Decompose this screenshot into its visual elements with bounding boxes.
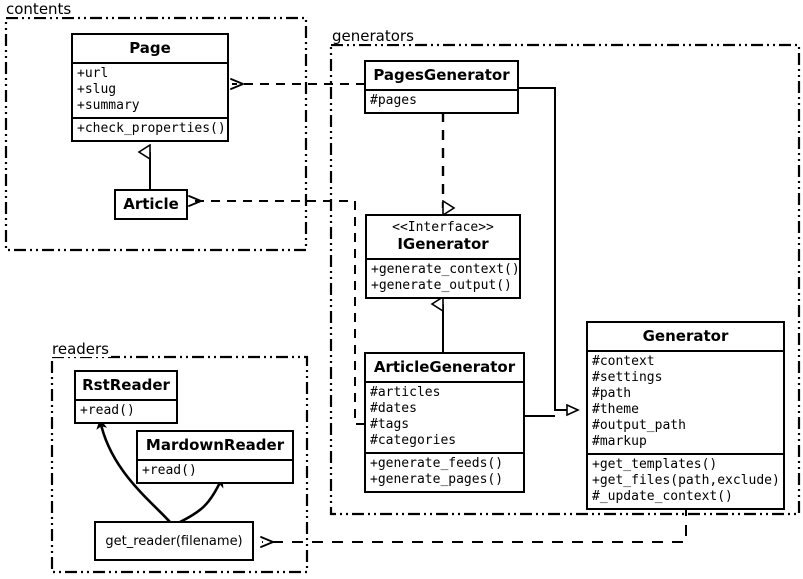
operation: +get_files(path,exclude) [592, 473, 780, 488]
attribute: #pages [370, 93, 417, 108]
attribute: #tags [370, 417, 410, 432]
operation: +read() [80, 403, 135, 418]
class-attributes-page: +url +slug +summary [73, 62, 227, 117]
relation-pagesgenerator-generalizes-generator [519, 87, 578, 410]
attribute: #theme [592, 402, 639, 417]
attribute: #context [592, 354, 655, 369]
class-box-articlegenerator[interactable]: ArticleGenerator #articles #dates #tags … [364, 352, 525, 493]
attribute: +summary [77, 98, 140, 113]
class-box-pagesgenerator[interactable]: PagesGenerator #pages [364, 60, 519, 114]
class-box-generator[interactable]: Generator #context #settings #path #them… [586, 321, 785, 510]
class-name-page: Page [129, 39, 171, 57]
class-box-article[interactable]: Article [114, 189, 188, 220]
operation: +generate_context() [371, 262, 520, 277]
class-box-rstreader[interactable]: RstReader +read() [74, 370, 178, 424]
class-name-pagesgenerator: PagesGenerator [373, 66, 510, 84]
class-operations-igenerator: +generate_context() +generate_output() [367, 258, 520, 297]
package-frame-contents [4, 16, 308, 252]
package-label-generators: generators [330, 27, 416, 45]
class-name-article: Article [123, 195, 179, 213]
attribute: #settings [592, 370, 663, 385]
class-attributes-pagesgenerator: #pages [366, 89, 517, 112]
class-box-igenerator[interactable]: <<Interface>> IGenerator +generate_conte… [365, 214, 521, 299]
function-label-get-reader: get_reader(filename) [105, 533, 243, 549]
attribute: #output_path [592, 418, 686, 433]
operation: +check_properties() [77, 121, 226, 136]
class-attributes-articlegenerator: #articles #dates #tags #categories [366, 381, 523, 452]
operation: +generate_pages() [370, 472, 504, 487]
class-operations-page: +check_properties() [73, 117, 227, 140]
relation-getreader-calls-mardownreader [179, 477, 224, 524]
package-frame-readers [50, 355, 309, 574]
class-operations-rstreader: +read() [76, 399, 176, 422]
class-operations-articlegenerator: +generate_feeds() +generate_pages() [366, 452, 523, 491]
operation: +get_templates() [592, 457, 718, 472]
attribute: #markup [592, 434, 647, 449]
package-frame-generators [329, 43, 801, 516]
function-box-get-reader[interactable]: get_reader(filename) [94, 521, 254, 561]
attribute: #path [592, 386, 632, 401]
attribute: #categories [370, 433, 457, 448]
relation-generator-depends-getreader [260, 505, 687, 548]
operation: +generate_feeds() [370, 456, 504, 471]
class-box-mardownreader[interactable]: MardownReader +read() [136, 430, 294, 484]
package-label-contents: contents [4, 0, 74, 18]
operation: +read() [142, 463, 197, 478]
relation-articlegenerator-depends-article [188, 195, 365, 425]
operation: +generate_output() [371, 278, 512, 293]
class-name-igenerator: IGenerator [397, 235, 489, 253]
package-label-readers: readers [50, 340, 111, 358]
class-name-articlegenerator: ArticleGenerator [373, 358, 516, 376]
class-stereotype-igenerator: <<Interface>> [392, 220, 494, 235]
class-attributes-generator: #context #settings #path #theme #output_… [588, 350, 783, 453]
class-name-mardownreader: MardownReader [145, 436, 285, 454]
attribute: +url [77, 66, 109, 81]
attribute: #articles [370, 385, 441, 400]
class-operations-mardownreader: +read() [138, 459, 292, 482]
operation: #_update_context() [592, 489, 733, 504]
attribute: #dates [370, 401, 417, 416]
class-box-page[interactable]: Page +url +slug +summary +check_properti… [71, 33, 229, 142]
class-operations-generator: +get_templates() +get_files(path,exclude… [588, 453, 783, 508]
relation-getreader-calls-rstreader [96, 419, 171, 523]
attribute: +slug [77, 82, 117, 97]
class-name-rstreader: RstReader [82, 376, 170, 394]
class-name-generator: Generator [642, 327, 729, 345]
